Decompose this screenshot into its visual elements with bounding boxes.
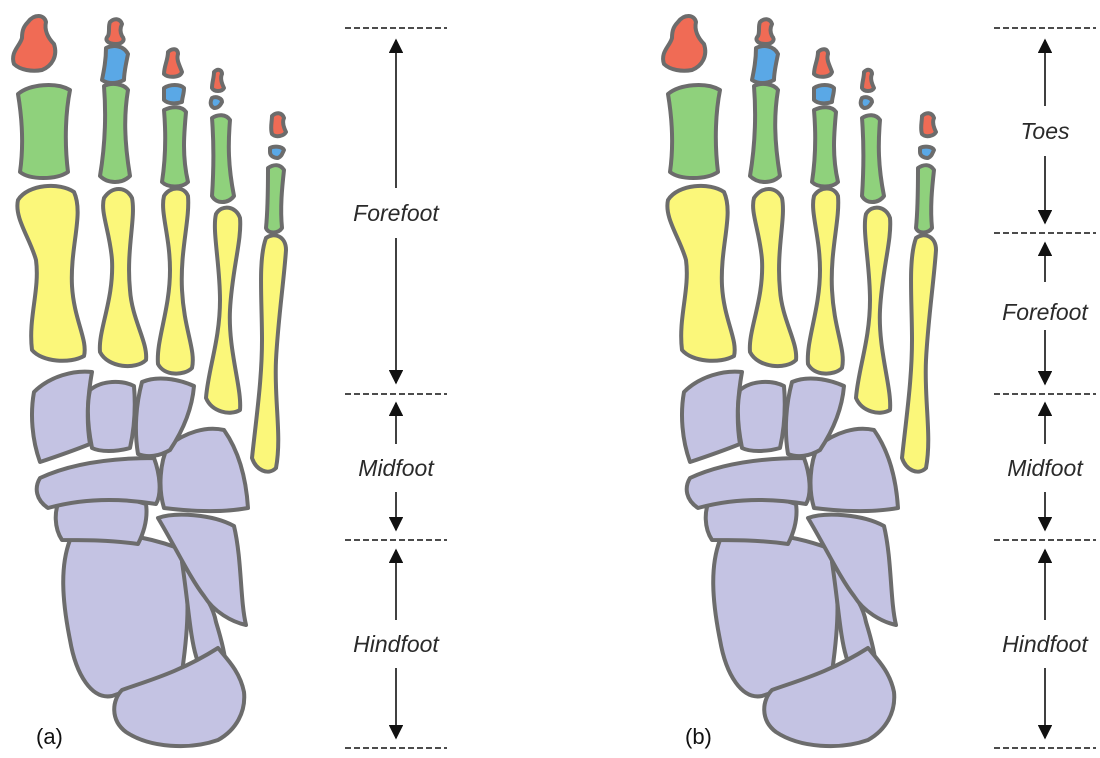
forefoot-label-b: Forefoot — [1002, 299, 1089, 325]
foot-illustration-a — [13, 16, 286, 746]
midfoot-label-b: Midfoot — [1007, 455, 1084, 481]
panel-label-b: (b) — [685, 724, 712, 749]
panel-a: (a) Forefoot Midfoot Hindfoot — [13, 16, 447, 749]
panel-label-a: (a) — [36, 724, 63, 749]
panel-b: (b) Toes Forefoot Midfoot Hindfoot — [663, 16, 1096, 749]
hindfoot-label-b: Hindfoot — [1002, 631, 1089, 657]
hindfoot-label-a: Hindfoot — [353, 631, 440, 657]
foot-illustration-b — [663, 16, 936, 746]
forefoot-label-a: Forefoot — [353, 200, 440, 226]
midfoot-label-a: Midfoot — [358, 455, 435, 481]
toes-label-b: Toes — [1020, 118, 1070, 144]
region-scale-b: Toes Forefoot Midfoot Hindfoot — [994, 28, 1096, 748]
region-scale-a: Forefoot Midfoot Hindfoot — [345, 28, 447, 748]
